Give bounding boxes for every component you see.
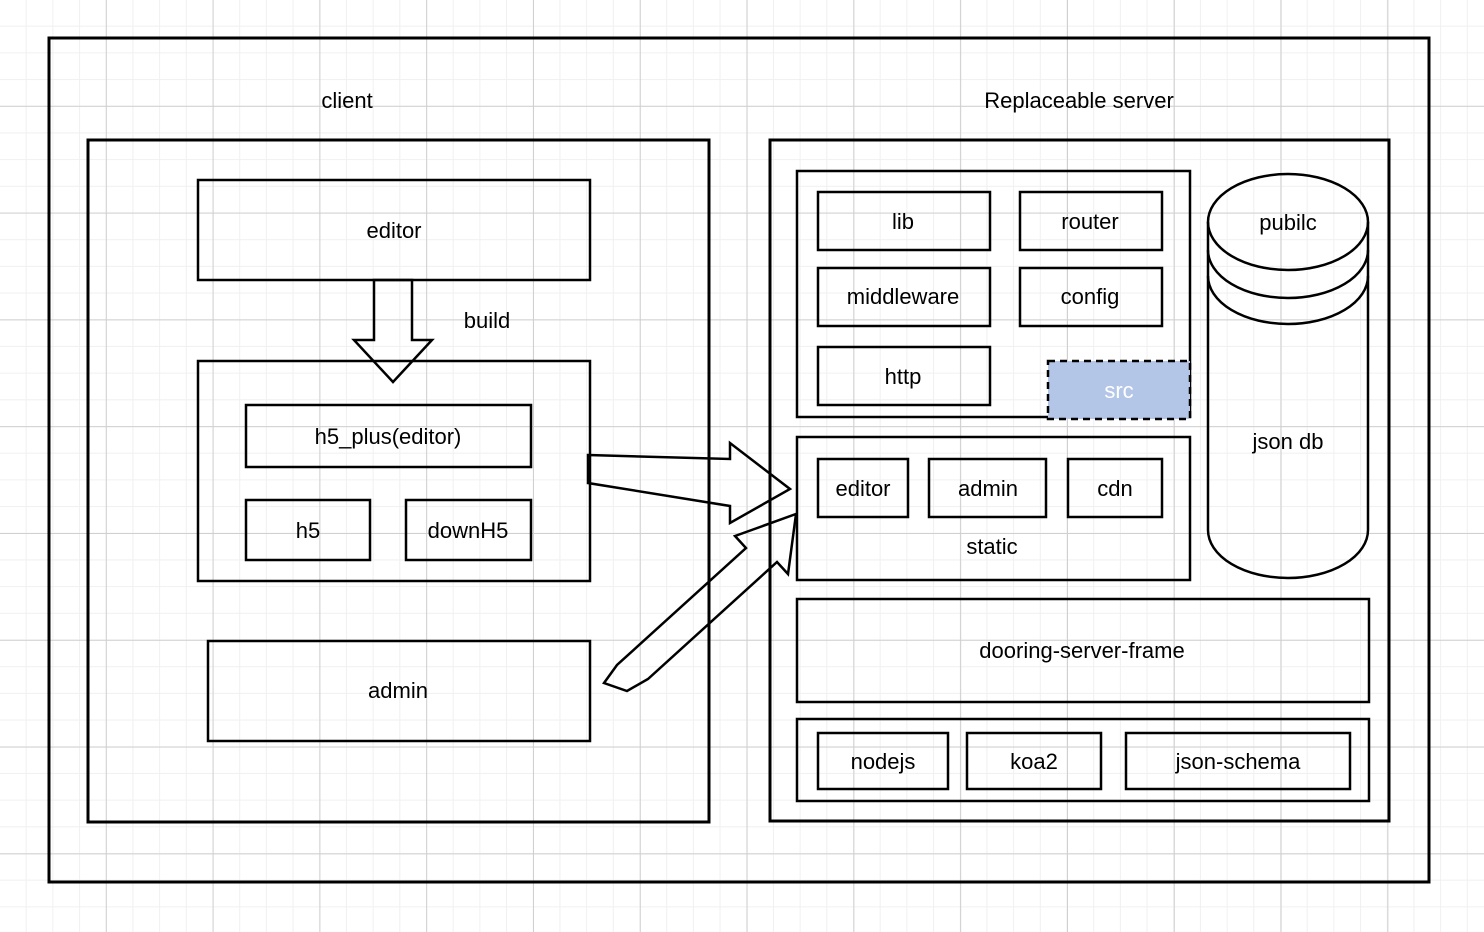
client-h5plus-label[interactable]: h5_plus(editor): [314, 424, 462, 449]
server-config-box: [1018, 266, 1164, 328]
server-static-admin-box: [927, 457, 1048, 519]
server-database-cylinder: [1206, 172, 1370, 580]
server-koa2-box: [965, 731, 1103, 791]
client-title: client: [321, 88, 373, 113]
server-runtime-group-box: [795, 717, 1371, 803]
server-nodejs-label[interactable]: nodejs: [850, 749, 916, 774]
server-frame-label[interactable]: dooring-server-frame: [979, 638, 1185, 663]
server-static-cdn-label[interactable]: cdn: [1097, 476, 1133, 501]
server-group-box: [768, 138, 1391, 823]
server-static-cdn-box: [1066, 457, 1164, 519]
server-lib-box: [816, 190, 992, 252]
outer-frame: [47, 36, 1431, 884]
server-database-top-label[interactable]: pubilc: [1259, 210, 1317, 235]
client-h5-container: [196, 359, 592, 583]
server-http-box: [816, 345, 992, 407]
server-middleware-label[interactable]: middleware: [846, 284, 960, 309]
client-downh5-label[interactable]: downH5: [427, 518, 509, 543]
client-editor-label[interactable]: editor: [366, 218, 422, 243]
client-h5plus-box: [244, 403, 533, 469]
server-nodejs-box: [816, 731, 950, 791]
server-router-label[interactable]: router: [1061, 209, 1119, 234]
server-json-schema-box: [1124, 731, 1352, 791]
server-http-label[interactable]: http: [884, 364, 922, 389]
server-title: Replaceable server: [984, 88, 1174, 113]
server-database-body-label[interactable]: json db: [1252, 429, 1324, 454]
connector-arrow-admin-to-static: [602, 512, 798, 693]
client-h5-label[interactable]: h5: [295, 518, 321, 543]
server-koa2-label[interactable]: koa2: [1010, 749, 1058, 774]
client-admin-label[interactable]: admin: [368, 678, 428, 703]
server-frame-box: [795, 597, 1371, 704]
client-group-box: [86, 138, 711, 824]
server-middleware-box: [816, 266, 992, 328]
server-static-group-box: [795, 435, 1192, 582]
server-router-box: [1018, 190, 1164, 252]
connector-arrow-h5-to-static: [586, 440, 793, 526]
server-config-label[interactable]: config: [1060, 284, 1120, 309]
server-static-editor-box: [816, 457, 910, 519]
server-src-group-box: [795, 169, 1192, 419]
client-admin-box: [206, 639, 592, 743]
server-src-box: [1046, 359, 1192, 421]
server-static-caption: static: [966, 534, 1018, 559]
server-src-label[interactable]: src: [1104, 378, 1134, 403]
server-json-schema-label[interactable]: json-schema: [1175, 749, 1301, 774]
client-h5-box: [244, 498, 372, 562]
client-downh5-box: [404, 498, 533, 562]
build-arrow-label: build: [463, 308, 511, 333]
build-arrow: [351, 278, 435, 384]
server-static-admin-label[interactable]: admin: [958, 476, 1018, 501]
server-lib-label[interactable]: lib: [891, 209, 915, 234]
server-static-editor-label[interactable]: editor: [835, 476, 891, 501]
